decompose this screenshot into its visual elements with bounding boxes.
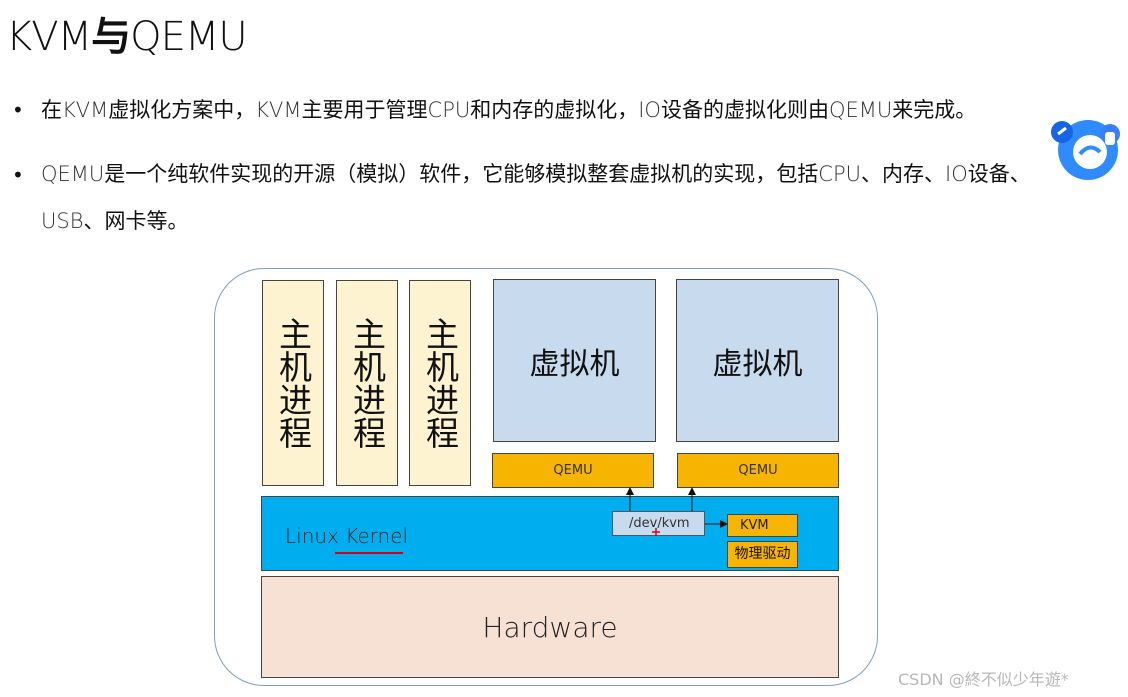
qemu-box: QEMU bbox=[677, 453, 839, 488]
red-cursor-mark bbox=[652, 528, 660, 536]
host-process-box: 主机进程 bbox=[336, 280, 398, 486]
body-text: 、网卡等。 bbox=[83, 209, 189, 233]
body-text: 虚拟化方案中， bbox=[108, 98, 256, 122]
term-text: USB bbox=[41, 209, 84, 233]
architecture-diagram bbox=[214, 268, 878, 686]
qemu-label: QEMU bbox=[738, 463, 778, 478]
term-text: CPU bbox=[818, 162, 861, 186]
linux-kernel-label: Linux Kernel bbox=[285, 524, 409, 548]
term-text: QEMU bbox=[41, 162, 105, 186]
qemu-box: QEMU bbox=[492, 453, 654, 488]
hardware-label: Hardware bbox=[482, 610, 618, 644]
spellcheck-underline bbox=[335, 552, 403, 554]
kvm-module-box: KVM bbox=[727, 514, 798, 537]
vm-label: 虚拟机 bbox=[712, 346, 803, 382]
vm-label: 虚拟机 bbox=[529, 346, 620, 382]
host-process-label: 主机进程 bbox=[420, 317, 460, 449]
term-text: KVM bbox=[255, 98, 302, 122]
title-and: 与 bbox=[91, 14, 131, 60]
qemu-label: QEMU bbox=[553, 463, 593, 478]
csdn-watermark: CSDN @終不似少年遊* bbox=[898, 670, 1069, 689]
body-text: 、内存、 bbox=[861, 162, 945, 186]
bullet-2-line-2: USB、网卡等。 bbox=[41, 203, 188, 239]
body-text: 主要用于管理 bbox=[301, 98, 428, 122]
blue-assistant-logo-icon[interactable] bbox=[1048, 118, 1128, 188]
bullet-1-text: 在KVM虚拟化方案中，KVM主要用于管理CPU和内存的虚拟化，IO设备的虚拟化则… bbox=[41, 92, 976, 128]
term-text: CPU bbox=[427, 98, 471, 122]
title-qemu: QEMU bbox=[130, 14, 248, 60]
body-text: 是一个纯软件实现的开源（模拟）软件，它能够模拟整套虚拟机的实现，包括 bbox=[104, 162, 819, 186]
body-text: 设备、 bbox=[967, 162, 1031, 186]
term-text: KVM bbox=[62, 98, 109, 122]
term-text: IO bbox=[638, 98, 661, 122]
body-text: 来完成。 bbox=[892, 98, 977, 122]
virtual-machine-box: 虚拟机 bbox=[493, 279, 656, 442]
term-text: IO bbox=[945, 162, 968, 186]
virtual-machine-box: 虚拟机 bbox=[676, 279, 839, 442]
host-process-box: 主机进程 bbox=[409, 280, 471, 486]
bullet-dot-2: • bbox=[12, 163, 24, 187]
body-text: 在 bbox=[41, 98, 62, 122]
page-title: KVM与QEMU bbox=[6, 4, 248, 62]
body-text: 和内存的虚拟化， bbox=[470, 98, 639, 122]
title-kvm: KVM bbox=[6, 14, 92, 60]
host-process-label: 主机进程 bbox=[347, 317, 387, 449]
physical-driver-box: 物理驱动 bbox=[727, 541, 798, 568]
bullet-dot-1: • bbox=[12, 98, 24, 122]
bullet-2-line-1: QEMU是一个纯软件实现的开源（模拟）软件，它能够模拟整套虚拟机的实现，包括CP… bbox=[41, 156, 1031, 192]
host-process-label: 主机进程 bbox=[273, 317, 313, 449]
host-process-box: 主机进程 bbox=[262, 280, 324, 486]
hardware-box: Hardware bbox=[261, 576, 839, 678]
body-text: 设备的虚拟化则由 bbox=[660, 98, 829, 122]
term-text: QEMU bbox=[828, 98, 893, 122]
